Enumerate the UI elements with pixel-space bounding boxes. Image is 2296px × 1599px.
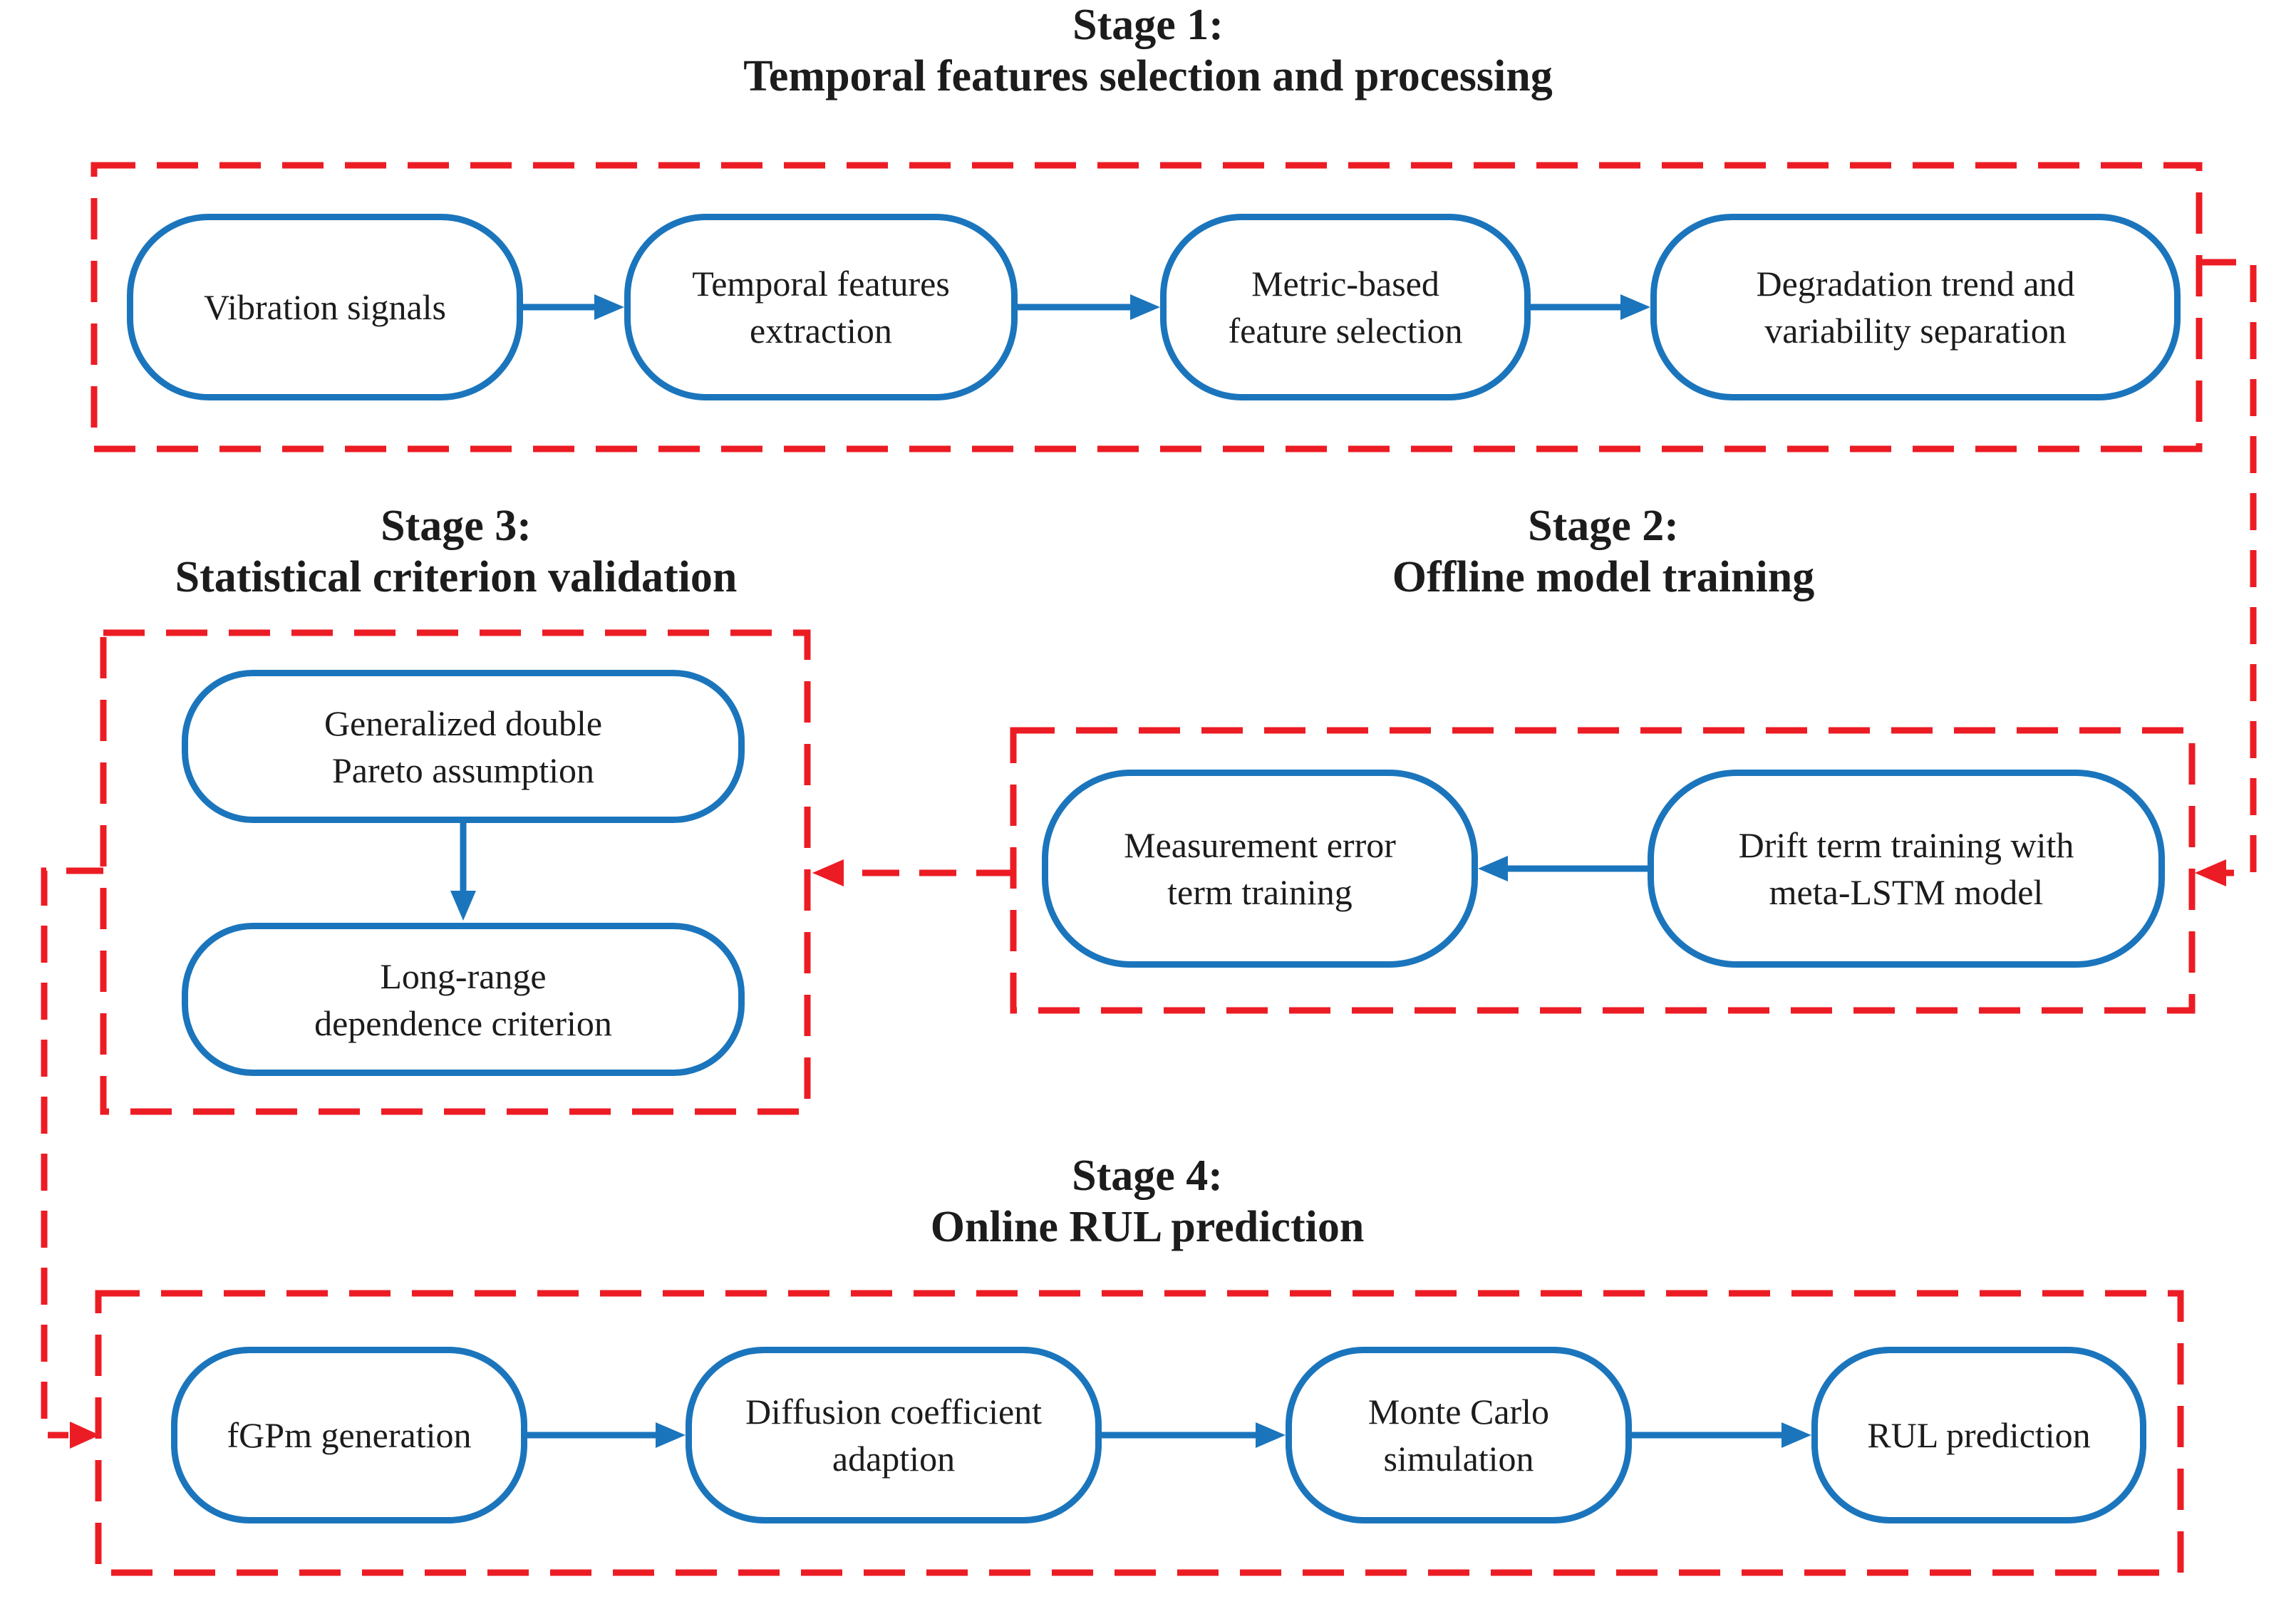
arrowhead (1256, 1422, 1286, 1448)
node-fgpm-generation: fGPm generation (171, 1347, 527, 1523)
node-generalized-double-pareto-assumption: Generalized double Pareto assumption (182, 670, 745, 823)
node-metric-based-feature-selection: Metric-based feature selection (1160, 214, 1531, 400)
node-temporal-features-extraction: Temporal features extraction (624, 214, 1018, 400)
node-diffusion-coefficient-adaption: Diffusion coefficient adaption (686, 1347, 1102, 1523)
node-rul-prediction: RUL prediction (1811, 1347, 2146, 1523)
arrowhead (1782, 1422, 1811, 1448)
arrowhead (1130, 294, 1160, 320)
arrowhead (450, 891, 476, 921)
arrowhead (1478, 856, 1508, 881)
node-long-range-dependence-criterion: Long-range dependence criterion (182, 923, 745, 1076)
arrowhead (656, 1422, 686, 1448)
connector-stage2-to-stage3-arrowhead (812, 859, 844, 886)
stage-3-title: Stage 3: Statistical criterion validatio… (175, 502, 738, 601)
arrowhead (1620, 294, 1650, 320)
stage-3-dashed-box (100, 629, 811, 1115)
stage-2-title: Stage 2: Offline model training (1392, 502, 1815, 601)
node-monte-carlo-simulation: Monte Carlo simulation (1286, 1347, 1632, 1523)
node-drift-term-training-meta-lstm: Drift term training with meta-LSTM model (1648, 770, 2165, 968)
connector-stage1-to-stage2-arrowhead (2195, 859, 2226, 886)
stage-4-title: Stage 4: Online RUL prediction (930, 1152, 1365, 1251)
connector-stage3-to-stage4-arrowhead (70, 1422, 100, 1449)
connector-stage1-to-stage2 (2199, 259, 2257, 876)
node-vibration-signals: Vibration signals (127, 214, 523, 400)
node-degradation-trend-variability-separation: Degradation trend and variability separa… (1650, 214, 2181, 400)
arrowhead (594, 294, 624, 320)
node-measurement-error-term-training: Measurement error term training (1042, 770, 1478, 968)
connector-stage3-to-stage4 (41, 867, 103, 1439)
stage-1-title: Stage 1: Temporal features selection and… (743, 1, 1553, 100)
stage-4-dashed-box (95, 1290, 2184, 1576)
